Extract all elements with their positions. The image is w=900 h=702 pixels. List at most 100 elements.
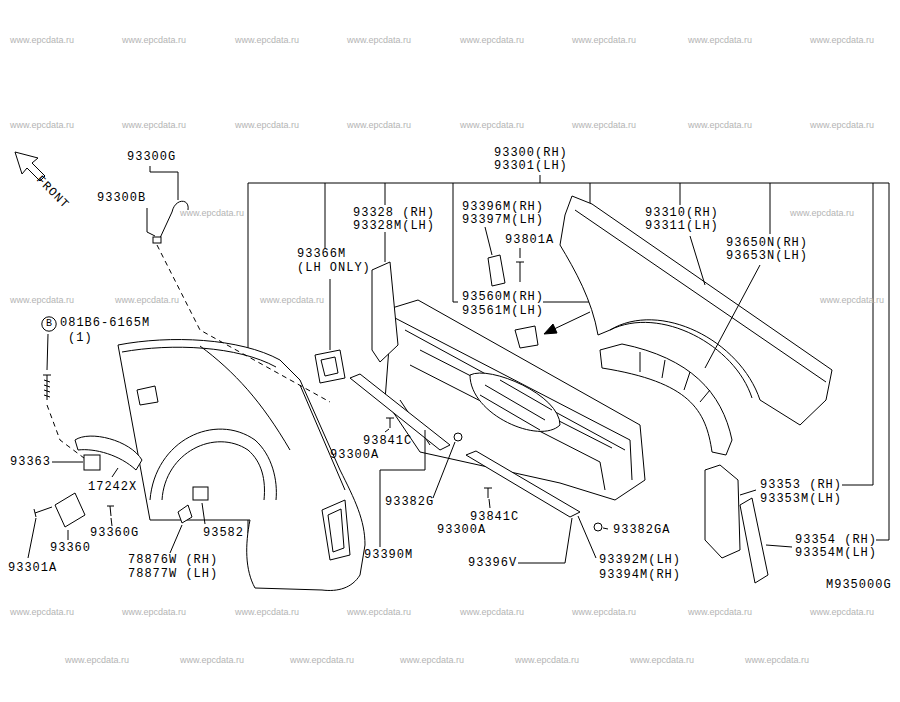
watermark: www.epcdata.ru <box>10 120 74 131</box>
part-number: 93582 <box>203 526 244 540</box>
watermark: www.epcdata.ru <box>122 35 186 46</box>
part-number: 93396M(RH) <box>462 200 544 214</box>
watermark: www.epcdata.ru <box>572 35 636 46</box>
hook <box>160 201 188 238</box>
part-number: 93354 (RH) <box>795 533 877 547</box>
part-number: 93390M <box>364 548 413 562</box>
watermark: www.epcdata.ru <box>347 35 411 46</box>
rail <box>466 451 580 517</box>
side-panel <box>118 340 365 591</box>
arrow-line <box>552 312 590 330</box>
part-number: 93397M(LH) <box>462 213 544 227</box>
circle-shape <box>42 317 56 331</box>
inner-bracket <box>372 262 398 362</box>
watermark: www.epcdata.ru <box>10 35 74 46</box>
leader-line <box>147 166 178 236</box>
watermark: www.epcdata.ru <box>122 607 186 618</box>
watermark: www.epcdata.ru <box>460 35 524 46</box>
screw <box>516 262 524 282</box>
callout-letter: B <box>41 316 57 330</box>
wheel-housing <box>600 344 732 455</box>
watermark: www.epcdata.ru <box>820 295 884 306</box>
part-number: 93363 <box>10 455 51 469</box>
watermark: www.epcdata.ru <box>572 120 636 131</box>
part-number: 93300A <box>437 523 486 537</box>
diagram-code: M935000G <box>826 578 892 592</box>
part-number: 93300A <box>330 448 379 462</box>
part-number: 93310(RH) <box>645 206 719 220</box>
part-number: 081B6-6165M <box>60 316 150 330</box>
bolt <box>43 375 51 400</box>
watermark: www.epcdata.ru <box>790 208 854 219</box>
panel-line <box>122 346 345 490</box>
watermark: www.epcdata.ru <box>235 607 299 618</box>
part-number: 93353M(LH) <box>760 492 842 506</box>
bolt <box>153 237 161 243</box>
leader-line <box>47 334 48 370</box>
callout-circle: B <box>41 316 57 332</box>
part-number: 93301A <box>8 561 57 575</box>
screw <box>34 506 114 517</box>
bed-line <box>395 318 632 490</box>
part-number: 78876W (RH) <box>128 553 218 567</box>
quantity-note: (1) <box>68 331 93 345</box>
part-number: 93353 (RH) <box>760 478 842 492</box>
part-number: 93382GA <box>613 523 670 537</box>
watermark: www.epcdata.ru <box>180 208 244 219</box>
tub <box>470 373 560 431</box>
watermark: www.epcdata.ru <box>260 295 324 306</box>
badge <box>178 505 192 523</box>
watermark: www.epcdata.ru <box>515 655 579 666</box>
watermark: www.epcdata.ru <box>400 655 464 666</box>
part-number: 93841C <box>470 510 519 524</box>
leader-line <box>28 462 205 558</box>
part-number: 93300(RH) <box>494 146 568 160</box>
watermark: www.epcdata.ru <box>10 295 74 306</box>
part-number: 93396V <box>468 556 517 570</box>
watermark: www.epcdata.ru <box>122 120 186 131</box>
part-number: 93560M(RH) <box>462 290 544 304</box>
watermark: www.epcdata.ru <box>810 607 874 618</box>
watermark: www.epcdata.ru <box>235 120 299 131</box>
hose <box>75 436 142 470</box>
part-number: 93650N(RH) <box>726 236 808 250</box>
arrow-head <box>544 324 557 334</box>
part-number: 93328M(LH) <box>353 219 435 233</box>
grommet-ring-inner <box>321 357 338 376</box>
part-note: (LH ONLY) <box>297 261 371 275</box>
leader-line <box>330 227 520 350</box>
watermark: www.epcdata.ru <box>688 607 752 618</box>
watermark: www.epcdata.ru <box>688 120 752 131</box>
nut <box>594 523 602 531</box>
part-number: 93360G <box>90 526 139 540</box>
clip <box>84 455 100 470</box>
bracket <box>705 465 740 558</box>
watermark: www.epcdata.ru <box>180 655 244 666</box>
watermark: www.epcdata.ru <box>65 655 129 666</box>
watermark: www.epcdata.ru <box>745 655 809 666</box>
screw <box>386 418 492 498</box>
rib <box>480 380 552 430</box>
part-number: 93301(LH) <box>494 159 568 173</box>
watermark: www.epcdata.ru <box>10 607 74 618</box>
watermark: www.epcdata.ru <box>630 655 694 666</box>
nut <box>454 433 462 441</box>
part-number: 93328 (RH) <box>353 206 435 220</box>
fuel-opening <box>137 386 158 405</box>
part-number: 93300B <box>97 191 146 205</box>
direction-label: FRONT <box>33 173 72 212</box>
part-number: 93300G <box>127 150 176 164</box>
watermark: www.epcdata.ru <box>810 120 874 131</box>
watermark: www.epcdata.ru <box>347 120 411 131</box>
rib <box>640 352 710 402</box>
part-number: 93360 <box>50 541 91 555</box>
watermark: www.epcdata.ru <box>347 607 411 618</box>
wheel-arch <box>150 429 276 500</box>
small-bracket <box>515 326 538 348</box>
lamp-opening <box>322 500 350 560</box>
part-number: 93561M(LH) <box>462 304 544 318</box>
watermark: www.epcdata.ru <box>460 607 524 618</box>
plate <box>740 498 768 583</box>
